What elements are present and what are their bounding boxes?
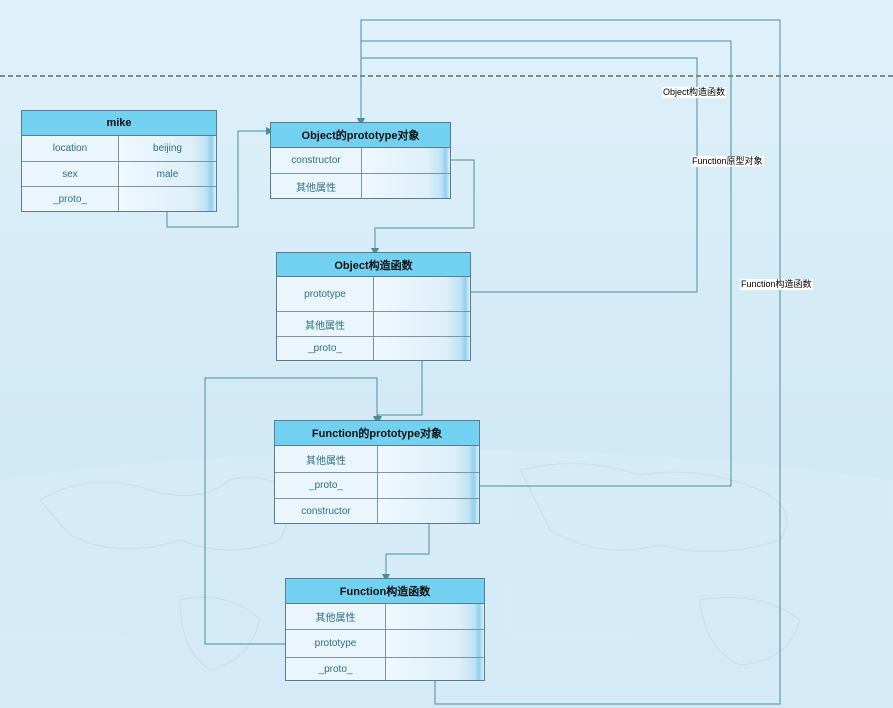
table-row: _proto_: [286, 658, 484, 680]
row-value: [362, 148, 450, 173]
table-row: constructor: [271, 148, 450, 174]
edge-function-constructor-proto: [357, 19, 781, 705]
row-value: [119, 187, 216, 211]
row-key: sex: [22, 162, 119, 186]
node-function-constructor[interactable]: Function构造函数 其他属性 prototype _proto_: [285, 578, 485, 681]
table-row: 其他属性: [277, 312, 470, 337]
row-key: _proto_: [277, 337, 374, 360]
row-value: [378, 499, 479, 523]
table-row: _proto_: [22, 187, 216, 211]
row-key: _proto_: [286, 658, 386, 680]
edge-object-constructor-proto: [374, 361, 423, 424]
edge-function-prototype-constructor: [382, 524, 430, 582]
node-function-constructor-title: Function构造函数: [286, 579, 484, 604]
node-object-prototype-title: Object的prototype对象: [271, 123, 450, 148]
row-value: [374, 277, 470, 311]
node-function-prototype-title: Function的prototype对象: [275, 421, 479, 446]
row-value: [386, 630, 484, 657]
table-row: sex male: [22, 162, 216, 187]
row-value: [374, 312, 470, 336]
row-key: prototype: [277, 277, 374, 311]
node-mike[interactable]: mike location beijing sex male _proto_: [21, 110, 217, 212]
table-row: location beijing: [22, 136, 216, 162]
table-row: prototype: [277, 277, 470, 312]
node-object-constructor[interactable]: Object构造函数 prototype 其他属性 _proto_: [276, 252, 471, 361]
table-row: _proto_: [275, 473, 479, 499]
node-function-prototype[interactable]: Function的prototype对象 其他属性 _proto_ constr…: [274, 420, 480, 524]
row-key: 其他属性: [275, 446, 378, 472]
row-value: [386, 658, 484, 680]
row-value: [378, 446, 479, 472]
row-value: [362, 174, 450, 198]
edge-label-function-prototype: Function原型对象: [691, 156, 764, 167]
edge-label-object-constructor: Object构造函数: [662, 87, 727, 98]
row-key: prototype: [286, 630, 386, 657]
table-row: 其他属性: [271, 174, 450, 198]
node-mike-title: mike: [22, 111, 216, 136]
row-value: [374, 337, 470, 360]
row-key: _proto_: [22, 187, 119, 211]
table-row: 其他属性: [286, 604, 484, 630]
table-row: _proto_: [277, 337, 470, 360]
row-value: [378, 473, 479, 498]
row-key: constructor: [275, 499, 378, 523]
edge-mike-proto-to-object-prototype: [166, 127, 274, 228]
row-value: [386, 604, 484, 629]
edge-label-function-constructor: Function构造函数: [740, 279, 813, 290]
row-key: 其他属性: [286, 604, 386, 629]
row-value: male: [119, 162, 216, 186]
node-object-prototype[interactable]: Object的prototype对象 constructor 其他属性: [270, 122, 451, 199]
row-key: _proto_: [275, 473, 378, 498]
row-key: 其他属性: [271, 174, 362, 198]
row-key: 其他属性: [277, 312, 374, 336]
table-row: constructor: [275, 499, 479, 523]
row-key: constructor: [271, 148, 362, 173]
table-row: prototype: [286, 630, 484, 658]
row-key: location: [22, 136, 119, 161]
table-row: 其他属性: [275, 446, 479, 473]
node-object-constructor-title: Object构造函数: [277, 253, 470, 277]
edge-object-prototype-constructor: [371, 159, 475, 256]
edge-function-constructor-prototype: [204, 377, 381, 645]
row-value: beijing: [119, 136, 216, 161]
